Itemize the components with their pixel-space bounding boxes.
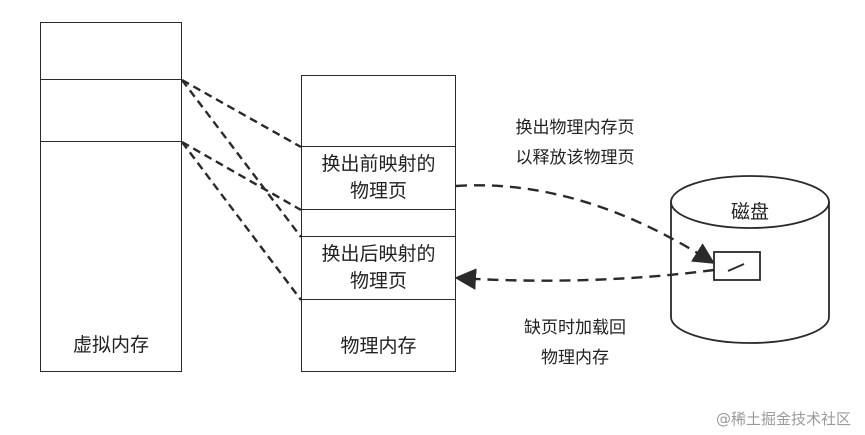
mapping-line-after-top: [181, 79, 302, 238]
swap-in-note-line1: 缺页时加载回: [524, 318, 626, 338]
physical-memory-block: [301, 75, 456, 372]
virtual-memory-label: 虚拟内存: [72, 334, 149, 356]
mapping-line-before-top: [181, 78, 302, 149]
disk-label: 磁盘: [730, 201, 769, 223]
mapping-line-after-bottom: [181, 141, 302, 301]
page-after-swap-line1: 换出后映射的: [321, 243, 436, 265]
watermark: @稀土掘金技术社区: [715, 410, 851, 428]
virtual-page-1: [40, 79, 182, 142]
swap-out-arrow: [455, 184, 716, 264]
swap-out-note-line1: 换出物理内存页: [515, 118, 635, 138]
swap-in-note-line2: 物理内存: [541, 348, 609, 368]
physical-page-before-swap: [301, 146, 456, 210]
mapping-line-before-bottom: [181, 140, 302, 212]
physical-memory-label: 物理内存: [340, 335, 417, 357]
swap-out-note-line2: 以释放该物理页: [515, 148, 635, 168]
page-after-swap-line2: 物理页: [349, 270, 407, 292]
page-before-swap-line1: 换出前映射的: [321, 153, 436, 175]
swap-in-arrow: [454, 268, 715, 290]
physical-page-after-swap: [301, 236, 456, 300]
disk-stored-page-mark: [727, 263, 745, 272]
page-before-swap-line2: 物理页: [349, 180, 407, 202]
disk-stored-page: [713, 251, 761, 281]
